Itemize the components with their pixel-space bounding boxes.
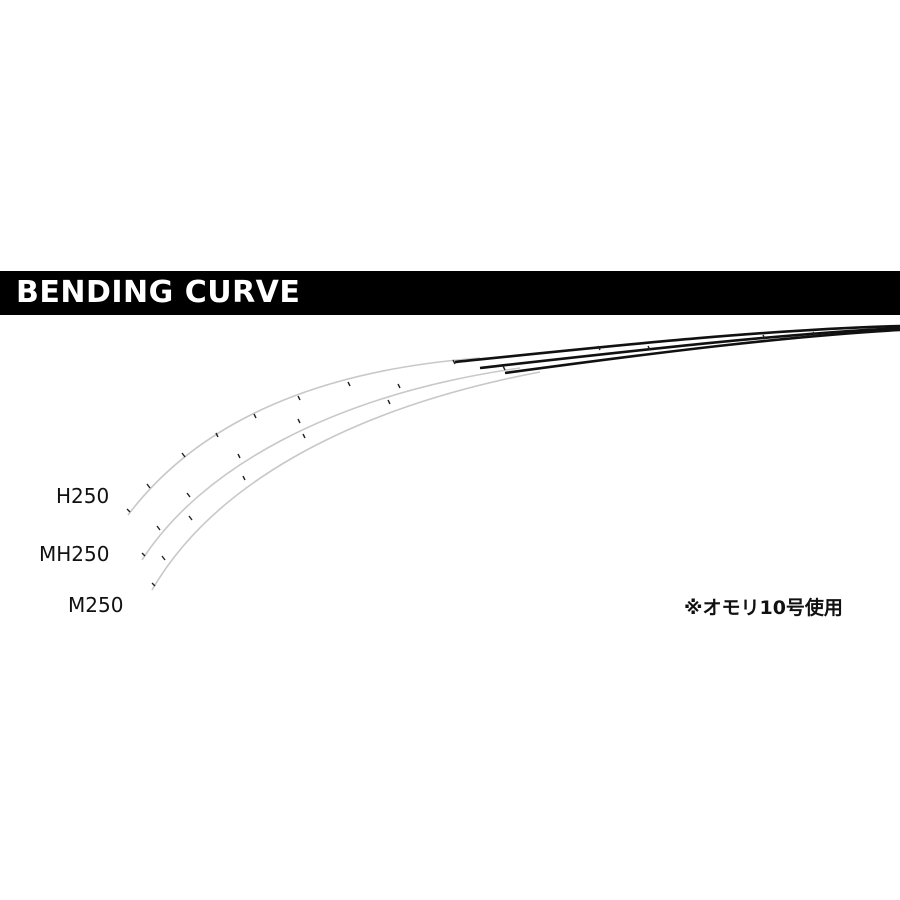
guide-mark	[141, 552, 146, 557]
rod-m250	[151, 328, 900, 591]
guide-mark	[452, 359, 456, 365]
guide-mark	[126, 508, 131, 513]
guide-mark	[146, 483, 151, 489]
guide-mark	[502, 365, 506, 371]
guide-mark	[161, 555, 166, 561]
header-bar: BENDING CURVE	[0, 271, 900, 315]
guide-mark	[188, 515, 193, 521]
rod-mh250-butt	[479, 326, 900, 370]
guide-mark	[387, 399, 391, 405]
guide-mark	[297, 395, 301, 401]
guide-mark	[812, 331, 816, 337]
sinker-note: ※オモリ10号使用	[684, 597, 843, 619]
guide-mark	[237, 453, 241, 459]
guide-mark	[151, 582, 156, 587]
guide-mark	[762, 334, 766, 340]
guide-mark	[253, 413, 257, 419]
rod-m250-tip	[151, 371, 541, 591]
rod-label-h250: H250	[56, 484, 110, 508]
guide-mark	[297, 418, 301, 424]
guide-mark	[242, 475, 246, 481]
guide-mark	[186, 492, 191, 498]
rod-mh250	[141, 326, 900, 561]
rod-label-mh250: MH250	[39, 542, 110, 566]
guide-mark	[181, 452, 186, 458]
rod-label-m250: M250	[68, 593, 124, 617]
guide-mark	[397, 383, 401, 389]
rod-h250	[127, 324, 900, 516]
rod-m250-butt	[504, 328, 900, 375]
rod-h250-tip	[127, 357, 481, 516]
guide-mark	[647, 345, 651, 351]
header-title: BENDING CURVE	[16, 275, 301, 310]
guide-mark	[347, 381, 351, 387]
guide-mark	[156, 525, 161, 531]
guide-mark	[302, 433, 306, 439]
rod-mh250-tip	[141, 367, 521, 561]
rod-h250-butt	[454, 324, 900, 364]
guide-mark	[215, 432, 219, 438]
rod-guides	[126, 331, 816, 587]
guide-mark	[597, 345, 601, 351]
